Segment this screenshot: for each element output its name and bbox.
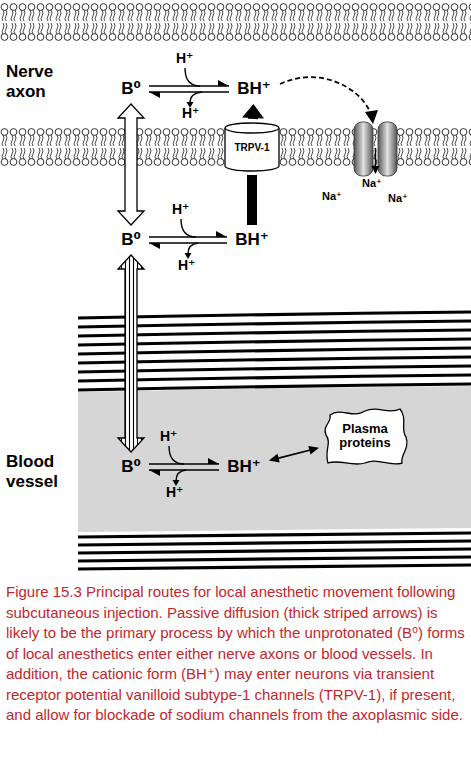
equilibrium-arrow — [149, 458, 219, 476]
chemical-species: B⁰ — [116, 228, 146, 252]
node-text: Plasma proteins — [330, 422, 400, 451]
plasma-proteins-blob: Plasma proteins — [322, 405, 408, 467]
proton-label: H⁺ — [166, 484, 184, 500]
binding-arrow — [269, 446, 319, 463]
ion-label: Na⁺ — [362, 177, 382, 190]
blood-vessel — [78, 312, 471, 569]
proton-label: H⁺ — [172, 201, 190, 217]
proton-label: H⁺ — [176, 50, 194, 66]
node-text: B⁰ — [121, 231, 141, 250]
chemical-species: BH⁺ — [230, 228, 274, 252]
transport-arrow — [247, 175, 257, 225]
equilibrium-arrow — [149, 80, 229, 98]
ion-label: Na⁺ — [388, 192, 408, 205]
node-text: BH⁺ — [227, 458, 261, 477]
proton-arrows — [169, 68, 202, 481]
node-text: B⁰ — [121, 80, 141, 99]
node-text: BH⁺ — [237, 80, 271, 99]
node-text: BH⁺ — [235, 231, 269, 250]
trpv1-channel: TRPV-1 — [224, 122, 280, 172]
chemical-species: BH⁺ — [222, 455, 266, 479]
node-text: B⁰ — [121, 458, 141, 477]
proton-label: H⁺ — [160, 428, 178, 444]
dashed-block-arrow — [280, 77, 378, 124]
proton-label: H⁺ — [182, 105, 200, 121]
region-label: Blood vessel — [6, 452, 68, 491]
diffusion-arrow — [118, 104, 144, 225]
diffusion-arrow — [118, 255, 144, 452]
chemical-species: BH⁺ — [232, 77, 276, 101]
chemical-species: B⁰ — [116, 455, 146, 479]
outer-membrane — [0, 3, 471, 41]
chemical-species: B⁰ — [116, 77, 146, 101]
sodium-channel — [354, 122, 397, 176]
proton-label: H⁺ — [178, 257, 196, 273]
node-text: TRPV-1 — [234, 142, 269, 153]
transport-arrow — [242, 104, 264, 119]
equilibrium-arrow — [149, 231, 227, 249]
region-label: Nerve axon — [6, 62, 68, 101]
figure-caption: Figure 15.3 Principal routes for local a… — [6, 582, 466, 726]
ion-label: Na⁺ — [322, 190, 342, 203]
